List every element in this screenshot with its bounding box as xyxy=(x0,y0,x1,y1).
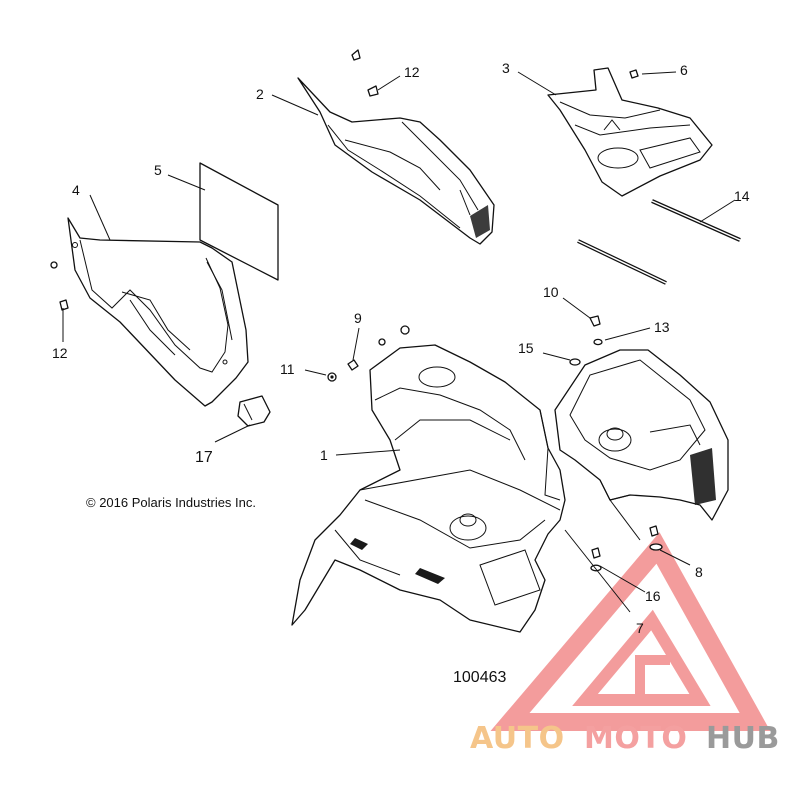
part-5-decal xyxy=(199,162,279,281)
part-14-rods xyxy=(577,199,741,285)
part-3-rear-storage xyxy=(547,67,713,197)
callout-8: 8 xyxy=(695,564,703,580)
callout-14: 14 xyxy=(734,188,750,204)
part-2-side-panel xyxy=(297,77,495,245)
leader-lines xyxy=(62,71,736,613)
callout-7: 7 xyxy=(636,620,644,636)
rear-storage-box xyxy=(554,349,729,521)
callout-11: 11 xyxy=(280,361,295,377)
watermark-text: AUTO MOTO HUB xyxy=(470,721,780,756)
callout-12-left: 12 xyxy=(52,345,68,361)
callout-13: 13 xyxy=(654,319,670,335)
fasteners xyxy=(50,49,663,572)
callout-5: 5 xyxy=(154,162,162,178)
figure-number: 100463 xyxy=(453,669,506,686)
copyright-notice: © 2016 Polaris Industries Inc. xyxy=(86,495,256,510)
callout-12-top: 12 xyxy=(404,64,420,80)
callout-3: 3 xyxy=(502,60,510,76)
callout-2: 2 xyxy=(256,86,264,102)
watermark-logo xyxy=(490,532,771,731)
callout-4: 4 xyxy=(72,182,80,198)
callout-10: 10 xyxy=(543,284,559,300)
part-1-front-fender xyxy=(291,344,566,633)
callouts: 2 3 4 5 12 6 14 12 9 11 10 13 15 1 17 8 … xyxy=(52,60,750,636)
callout-17: 17 xyxy=(195,449,213,466)
watermark-part-moto: MOTO xyxy=(584,721,687,756)
part-4-side-panel xyxy=(67,217,249,407)
callout-16: 16 xyxy=(645,588,661,604)
callout-6: 6 xyxy=(680,62,688,78)
part-17-clip xyxy=(237,395,271,427)
callout-9: 9 xyxy=(354,310,362,326)
callout-1: 1 xyxy=(320,447,328,463)
watermark-part-auto: AUTO xyxy=(470,721,565,756)
watermark-part-hub: HUB xyxy=(706,721,780,756)
callout-15: 15 xyxy=(518,340,534,356)
